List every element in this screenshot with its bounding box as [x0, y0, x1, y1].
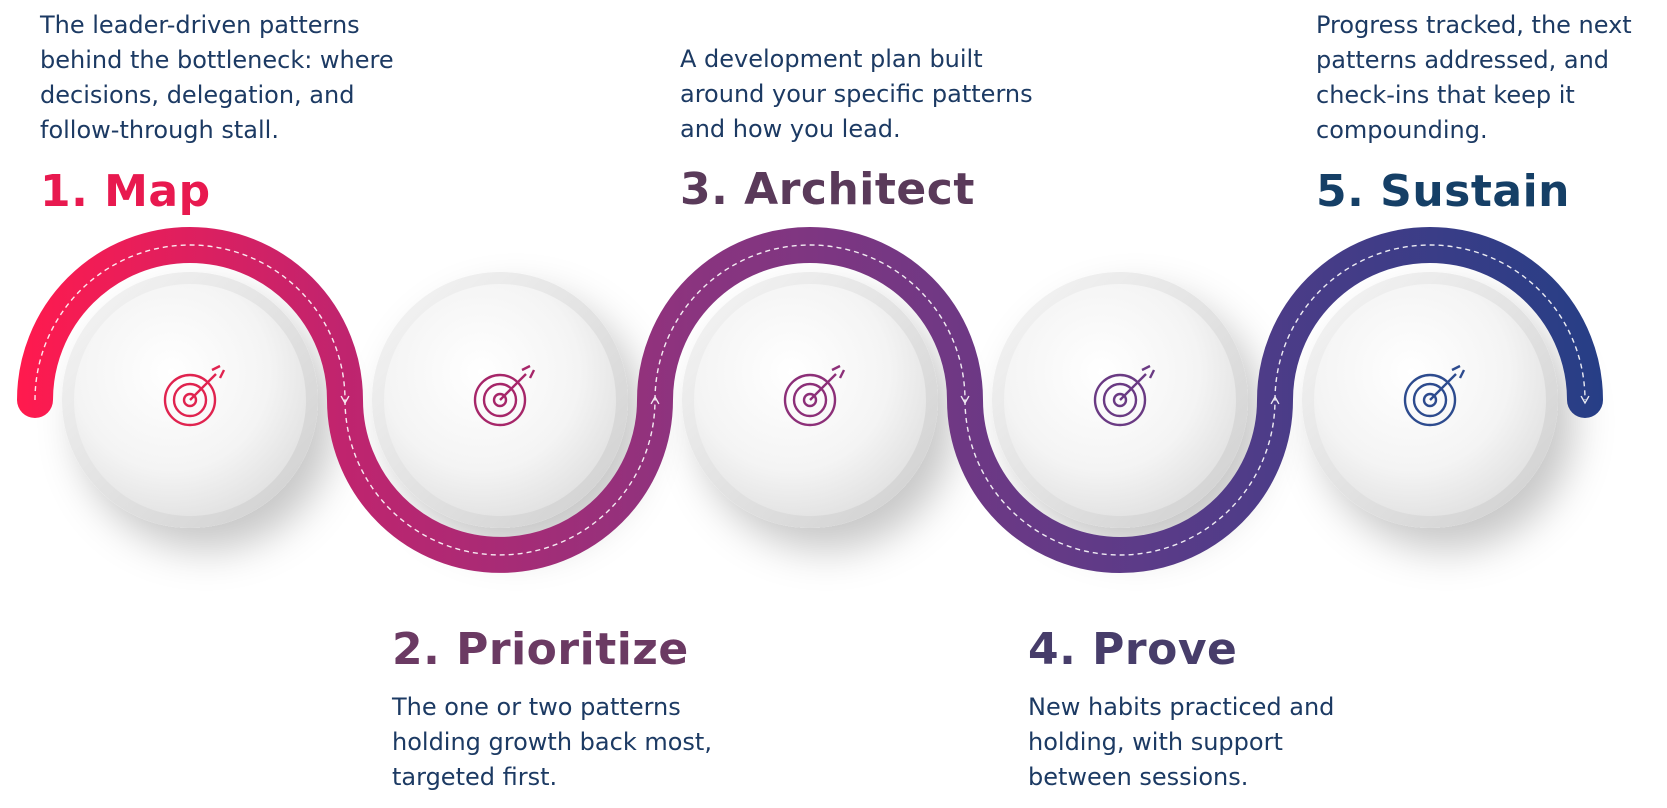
step-3-description: A development plan built around your spe… [680, 45, 1033, 143]
guide-arc-5 [1274, 244, 1590, 405]
step-5-title: 5. Sustain [1316, 166, 1570, 217]
step-2-description: The one or two patterns holding growth b… [392, 693, 712, 791]
step-1-description: The leader-driven patterns behind the bo… [40, 11, 394, 144]
guide-arc-1 [34, 244, 350, 405]
target-icon [473, 364, 536, 427]
guide-arc-4 [964, 395, 1280, 556]
step-4-description: New habits practiced and holding, with s… [1028, 693, 1335, 791]
guide-arc-3 [654, 244, 970, 405]
target-icon [1403, 364, 1466, 427]
step-3-title: 3. Architect [680, 164, 975, 215]
step-5-description: Progress tracked, the next patterns addr… [1316, 11, 1632, 144]
target-icon [1093, 364, 1156, 427]
step-2-title: 2. Prioritize [392, 624, 689, 675]
target-icon [783, 364, 846, 427]
step-1-title: 1. Map [40, 166, 211, 217]
guide-arc-2 [344, 395, 660, 556]
target-icon [163, 364, 226, 427]
step-4-title: 4. Prove [1028, 624, 1238, 675]
path-guide-lines [34, 244, 1590, 556]
